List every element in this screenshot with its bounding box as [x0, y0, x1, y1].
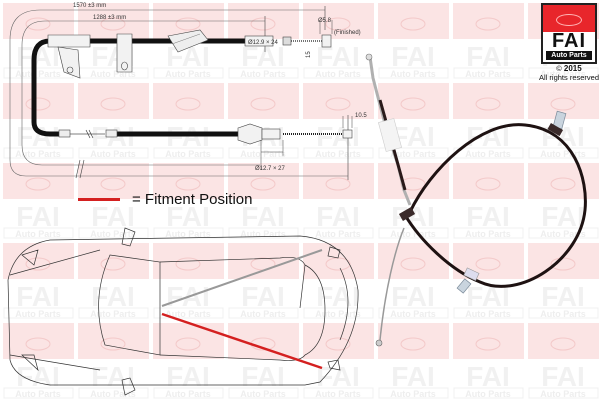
fitting-1-label: Ø12.9 × 24 — [248, 40, 279, 46]
fitment-line — [161, 312, 323, 370]
fitment-legend: = Fitment Position — [78, 191, 252, 208]
copyright-year: 2015 — [563, 64, 582, 73]
inner-length-label: 1288 ±3 mm — [93, 15, 126, 21]
fitment-legend-swatch — [78, 198, 120, 201]
copyright-notice: © 2015 All rights reserved — [538, 64, 600, 82]
logo-red-band — [543, 5, 595, 32]
logo-fai-text: FAI — [551, 30, 587, 52]
copyright-icon: © — [556, 64, 562, 73]
logo-auto-parts-text: Auto Parts — [546, 51, 592, 60]
fitting-2-label: Ø12.7 × 27 — [255, 166, 286, 172]
end-offset-label: 15 — [306, 51, 312, 58]
tip-length-label: 10.5 — [355, 113, 367, 119]
end-diameter-label: Ø5.8 — [318, 18, 332, 24]
fitment-legend-label: = Fitment Position — [132, 191, 253, 208]
fai-logo: FAI Auto Parts — [541, 3, 597, 64]
rights-text: All rights reserved — [538, 73, 600, 82]
end-note-label: (Finished) — [334, 30, 361, 36]
overall-length-label: 1570 ±3 mm — [73, 3, 106, 9]
